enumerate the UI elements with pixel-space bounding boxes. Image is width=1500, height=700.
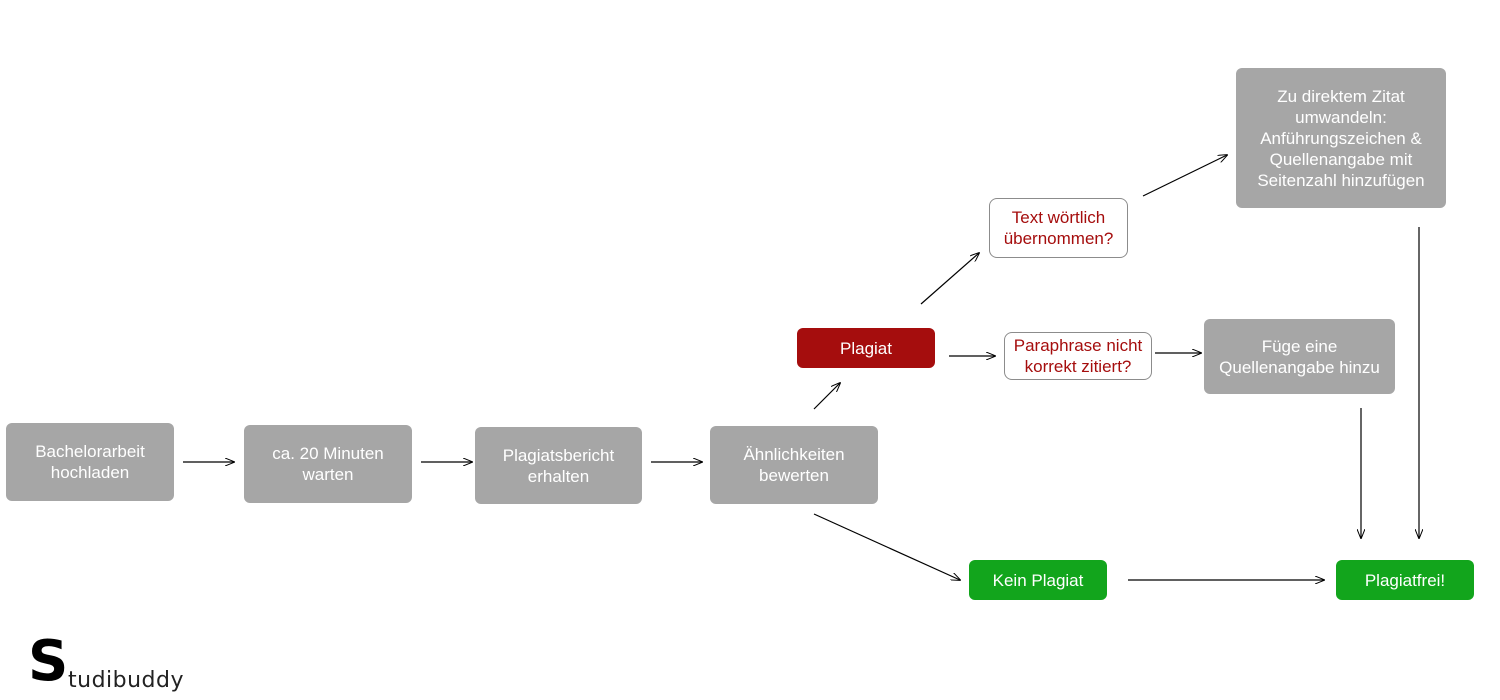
studibuddy-logo: S tudibuddy [28,634,228,696]
node-action-direct-quote: Zu direktem Zitat umwandeln: Anführungsz… [1236,68,1446,208]
node-kein-plagiat: Kein Plagiat [969,560,1107,600]
node-upload: Bachelorarbeit hochladen [6,423,174,501]
node-wait: ca. 20 Minuten warten [244,425,412,503]
node-action-add-source: Füge eine Quellenangabe hinzu [1204,319,1395,394]
arrow-literal-to-quote-action [1142,155,1227,197]
node-evaluate: Ähnlichkeiten bewerten [710,426,878,504]
logo-letter: S [28,629,69,694]
question-text-literal: Text wörtlich übernommen? [989,198,1128,258]
node-result-plagiatfrei: Plagiatfrei! [1336,560,1474,600]
node-report: Plagiatsbericht erhalten [475,427,642,504]
question-paraphrase: Paraphrase nicht korrekt zitiert? [1004,332,1152,380]
logo-wordmark: tudibuddy [68,668,185,693]
arrow-evaluate-to-kein-plagiat [813,513,960,580]
node-plagiat: Plagiat [797,328,935,368]
arrow-evaluate-to-plagiat [813,383,840,410]
arrow-plagiat-to-literal-question [920,253,979,305]
